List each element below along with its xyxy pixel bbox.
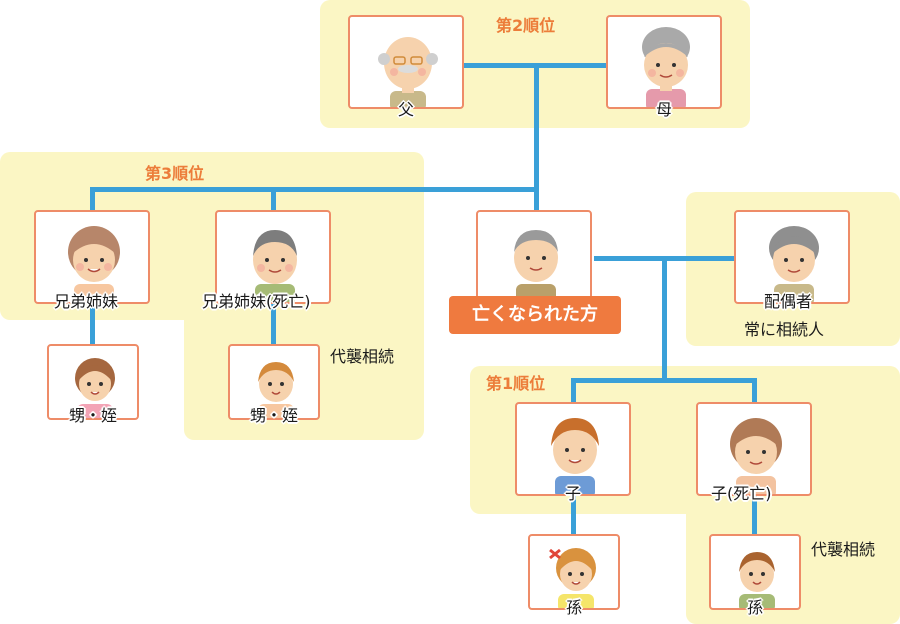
sibling-label: 兄弟姉妹: [54, 292, 119, 311]
connector-child-1: [571, 378, 576, 402]
sibling-card: [34, 210, 150, 304]
connector-child-2: [752, 378, 757, 402]
sibling-deceased-card: [215, 210, 331, 304]
boy-icon: [258, 362, 294, 418]
man-icon: [514, 230, 558, 302]
spouse-note: 常に相続人: [744, 320, 825, 339]
grandchild-card-1: [528, 534, 620, 610]
connector-children: [571, 378, 757, 383]
connector-grandchild-1: [571, 494, 576, 536]
deceased-badge: 亡くなられた方: [449, 296, 621, 334]
woman-icon: [68, 226, 120, 302]
father-card: [348, 15, 464, 109]
nephew-niece-card-1: [47, 344, 139, 420]
nephew-niece-label-2: 甥・姪: [250, 406, 299, 425]
girl-icon: [549, 548, 596, 608]
child-label: 子: [565, 484, 582, 503]
connector-grandchild-2: [752, 494, 757, 536]
spouse-label: 配偶者: [764, 292, 813, 311]
man-icon: [253, 230, 297, 302]
elderly-woman-icon: [769, 226, 819, 302]
rank-1-label: 第1順位: [486, 374, 546, 393]
elderly-man-icon: [378, 37, 438, 107]
rank-3-label: 第3順位: [145, 164, 205, 183]
connector-sibling-1: [90, 187, 95, 211]
rank-2-label: 第2順位: [496, 16, 556, 35]
mother-label: 母: [656, 100, 673, 119]
grandchild-label-1: 孫: [566, 598, 583, 617]
elderly-woman-icon: [642, 27, 690, 107]
child-card: [515, 402, 631, 496]
grandchild-label-2: 孫: [747, 598, 764, 617]
woman-icon: [730, 418, 782, 494]
spouse-card: [734, 210, 850, 304]
boy-icon: [739, 552, 775, 608]
connector-siblings: [90, 187, 539, 192]
young-man-icon: [551, 418, 599, 494]
connector-sibling-2: [271, 187, 276, 211]
grandchild-card-2: [709, 534, 801, 610]
representation-note-2: 代襲相続: [811, 540, 876, 559]
connector-nephew-2: [271, 304, 276, 346]
nephew-niece-label-1: 甥・姪: [69, 406, 118, 425]
father-label: 父: [398, 100, 415, 119]
nephew-niece-card-2: [228, 344, 320, 420]
girl-icon: [75, 358, 115, 418]
sibling-deceased-label: 兄弟姉妹(死亡): [202, 292, 311, 311]
mother-card: [606, 15, 722, 109]
connector-children-down: [662, 256, 667, 382]
deceased-card: [476, 210, 592, 304]
child-deceased-label: 子(死亡): [711, 484, 772, 503]
child-deceased-card: [696, 402, 812, 496]
representation-note-1: 代襲相続: [330, 347, 395, 366]
connector-nephew-1: [90, 304, 95, 346]
connector-parents-down: [534, 63, 539, 211]
